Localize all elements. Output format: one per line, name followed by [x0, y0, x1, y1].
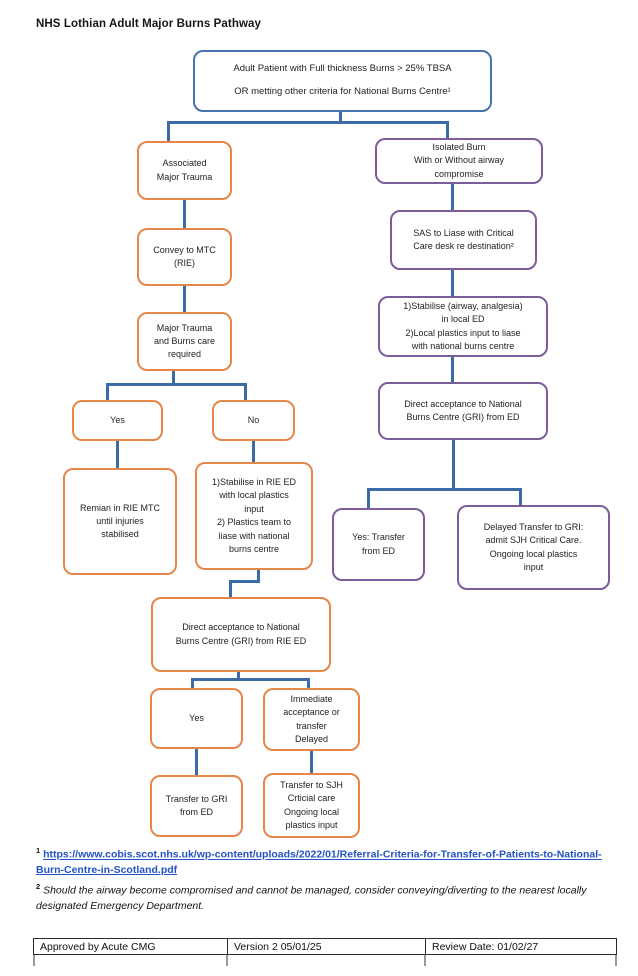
connector-isolated-sas [451, 184, 454, 210]
connector-yes2-transfergri [195, 749, 198, 775]
table-row2-stub [226, 955, 228, 966]
connector-immediate-drop [307, 678, 310, 688]
connector-yes1-remain [116, 441, 119, 468]
node-yes-2: Yes [150, 688, 243, 749]
node-yes-transfer-from-ed: Yes: Transfer from ED [332, 508, 425, 581]
connector-stablocal-directed [451, 357, 454, 382]
footnote-1-marker: 1 [36, 846, 41, 855]
node-transfer-to-sjh: Transfer to SJH Crticial care Ongoing lo… [263, 773, 360, 838]
node-convey-to-mtc: Convey to MTC (RIE) [137, 228, 232, 286]
approval-cell-approved-by: Approved by Acute CMG [34, 939, 228, 954]
footnote-2-marker: 2 [36, 882, 41, 891]
node-stabilise-in-rie-ed: 1)Stabilise in RIE ED with local plastic… [195, 462, 313, 570]
page-title: NHS Lothian Adult Major Burns Pathway [36, 18, 261, 30]
node-sas-liase-critical-care: SAS to Liase with Critical Care desk re … [390, 210, 537, 270]
connector-start-left-drop [167, 121, 170, 141]
connector-no1-stabrie [252, 441, 255, 462]
table-row2-stub [33, 955, 35, 966]
node-immediate-or-delayed: Immediate acceptance or transfer Delayed [263, 688, 360, 751]
connector-start-stem [339, 112, 342, 124]
connector-no1-drop [244, 383, 247, 400]
approval-table: Approved by Acute CMG Version 2 05/01/25… [33, 938, 617, 955]
node-direct-acceptance-rie-ed: Direct acceptance to National Burns Cent… [151, 597, 331, 672]
node-no-1: No [212, 400, 295, 441]
node-transfer-to-gri: Transfer to GRI from ED [150, 775, 243, 837]
node-stabilise-local-ed: 1)Stabilise (airway, analgesia) in local… [378, 296, 548, 357]
connector-yestransfer-drop [367, 488, 370, 508]
connector-convey-mtburns [183, 286, 186, 312]
connector-directed-bar [367, 488, 522, 491]
connector-immediate-transfersjh [310, 751, 313, 773]
connector-start-right-drop [446, 121, 449, 138]
node-yes-1: Yes [72, 400, 163, 441]
connector-elbow-drop [229, 580, 232, 597]
connector-yes2-drop [191, 678, 194, 688]
node-isolated-burn: Isolated Burn With or Without airway com… [375, 138, 543, 184]
footnote-2-text: Should the airway become compromised and… [36, 884, 587, 912]
connector-directrie-bar [191, 678, 310, 681]
connector-elbow-down [257, 570, 260, 583]
footnote-2: 2 Should the airway become compromised a… [36, 882, 621, 914]
node-remain-in-rie-mtc: Remian in RIE MTC until injuries stabili… [63, 468, 177, 575]
referral-criteria-link[interactable]: https://www.cobis.scot.nhs.uk/wp-content… [36, 848, 602, 877]
footnote-1: 1 https://www.cobis.scot.nhs.uk/wp-conte… [36, 845, 621, 879]
connector-directed-stem [452, 440, 455, 490]
footnotes: 1 https://www.cobis.scot.nhs.uk/wp-conte… [36, 845, 621, 914]
approval-cell-review-date: Review Date: 01/02/27 [432, 941, 539, 953]
node-delayed-transfer-gri: Delayed Transfer to GRI: admit SJH Criti… [457, 505, 610, 590]
connector-sas-stablocal [451, 270, 454, 296]
connector-delayed-drop [519, 488, 522, 505]
node-direct-acceptance-ed: Direct acceptance to National Burns Cent… [378, 382, 548, 440]
table-row2-stub [615, 955, 617, 966]
connector-mtburns-bar [106, 383, 247, 386]
connector-directrie-stem [237, 672, 240, 681]
node-associated-major-trauma: Associated Major Trauma [137, 141, 232, 200]
connector-yes1-drop [106, 383, 109, 400]
node-start: Adult Patient with Full thickness Burns … [193, 50, 492, 112]
table-row2-stub [424, 955, 426, 966]
connector-assoc-convey [183, 200, 186, 228]
connector-elbow-across [229, 580, 260, 583]
connector-start-bar [167, 121, 449, 124]
node-major-trauma-burns-care: Major Trauma and Burns care required [137, 312, 232, 371]
connector-mtburns-stem [172, 371, 175, 385]
approval-cell-version: Version 2 05/01/25 [228, 939, 426, 954]
